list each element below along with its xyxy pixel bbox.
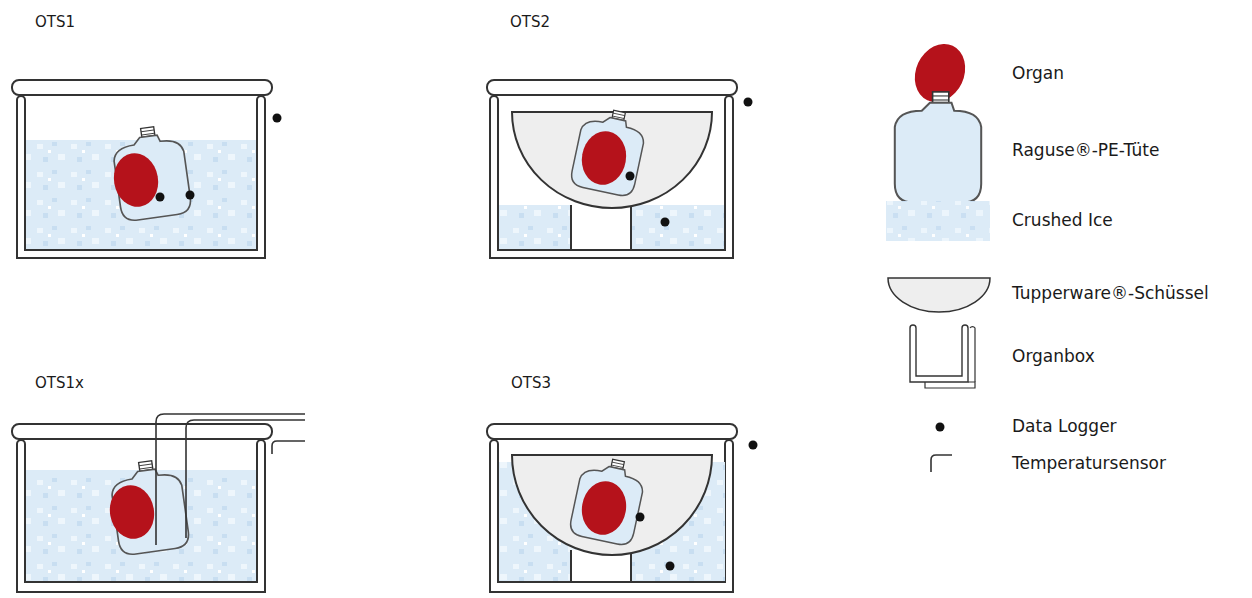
legend-text: Data Logger bbox=[1012, 416, 1117, 436]
legend-symbols bbox=[886, 36, 990, 472]
ots1x-setup bbox=[12, 414, 305, 592]
setup-label: OTS3 bbox=[511, 374, 551, 392]
legend-swatch bbox=[886, 201, 990, 241]
legend-text: Crushed Ice bbox=[1012, 210, 1113, 230]
legend-text: Tupperware®-Schüssel bbox=[1012, 283, 1209, 303]
setup-label: OTS2 bbox=[510, 13, 550, 31]
setup-label: OTS1x bbox=[35, 374, 84, 392]
setup-label: OTS1 bbox=[35, 13, 75, 31]
ots1-setup bbox=[12, 80, 282, 258]
ots3-setup bbox=[487, 424, 758, 592]
legend-text: Organ bbox=[1012, 63, 1064, 83]
legend-text: Organbox bbox=[1012, 346, 1095, 366]
legend-text: Temperatursensor bbox=[1012, 453, 1166, 473]
legend-text: Raguse®-PE-Tüte bbox=[1012, 140, 1159, 160]
ots2-setup bbox=[487, 80, 753, 258]
